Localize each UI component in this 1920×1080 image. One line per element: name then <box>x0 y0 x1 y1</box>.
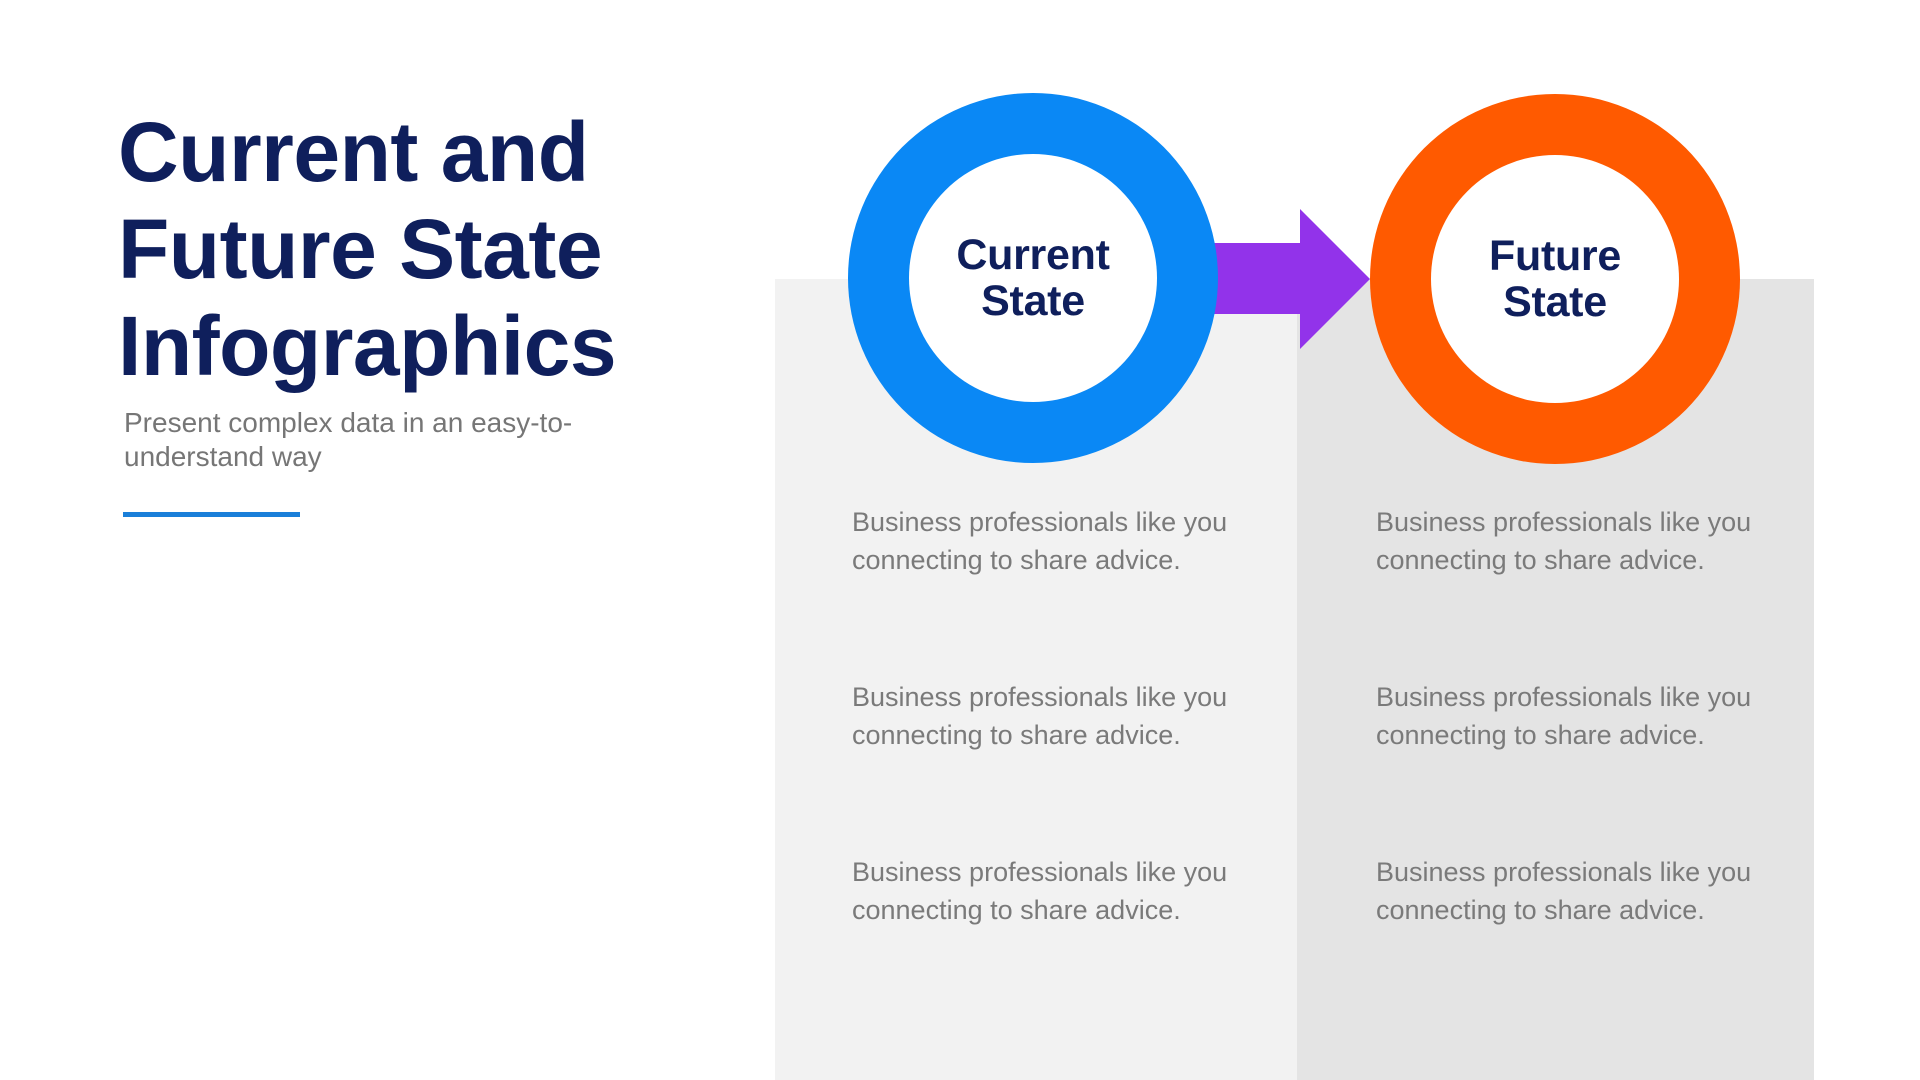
accent-divider <box>123 512 300 517</box>
slide-title: Current and Future State Infographics <box>118 105 617 393</box>
future-state-item: Business professionals like you connecti… <box>1376 857 1752 925</box>
future-state-ring: Future State <box>1370 94 1740 464</box>
current-state-item: Business professionals like you connecti… <box>852 857 1228 925</box>
current-state-list: Business professionals like you connecti… <box>852 503 1252 1028</box>
arrow-right-icon <box>1205 209 1370 349</box>
current-state-item: Business professionals like you connecti… <box>852 507 1228 575</box>
future-state-item: Business professionals like you connecti… <box>1376 682 1752 750</box>
current-state-item: Business professionals like you connecti… <box>852 682 1228 750</box>
current-state-ring: Current State <box>848 93 1218 463</box>
current-state-ring-center: Current State <box>909 154 1157 402</box>
future-state-item: Business professionals like you connecti… <box>1376 507 1752 575</box>
current-state-label: Current State <box>956 231 1110 325</box>
slide-subtitle: Present complex data in an easy-to-under… <box>124 407 573 472</box>
future-state-list: Business professionals like you connecti… <box>1376 503 1776 1028</box>
future-state-ring-center: Future State <box>1431 155 1679 403</box>
future-state-label: Future State <box>1489 232 1621 326</box>
